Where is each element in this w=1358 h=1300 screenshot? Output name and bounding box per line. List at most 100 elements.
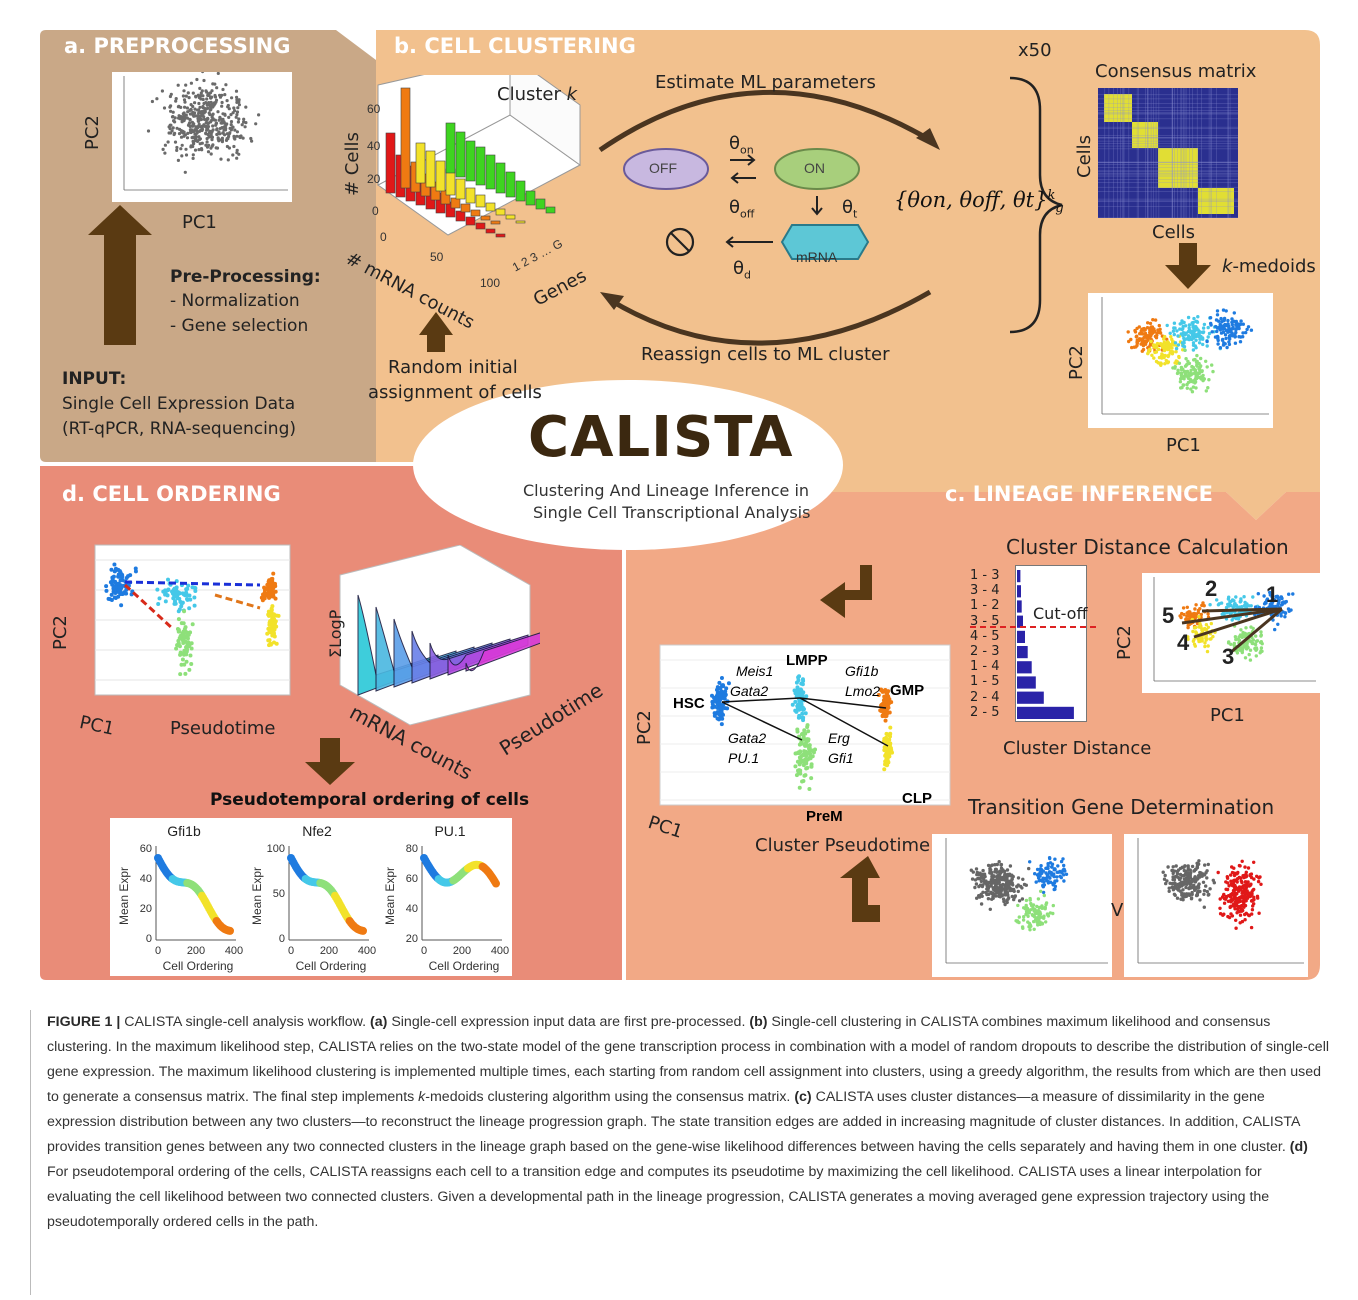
scatter-point <box>1189 372 1193 376</box>
scatter-point <box>200 128 204 133</box>
scatter-point <box>1229 892 1233 897</box>
scatter-point <box>798 771 803 776</box>
scatter-point <box>1216 338 1220 343</box>
scatter-point <box>1003 872 1007 876</box>
scatter-point <box>1055 870 1059 874</box>
scatter-point <box>1234 897 1238 901</box>
scatter-point <box>1244 870 1248 874</box>
scatter-point <box>120 591 125 596</box>
scatter-point <box>1139 329 1143 333</box>
theta-d-label: θd <box>733 258 751 282</box>
scatter-point <box>1230 317 1234 321</box>
scatter-point <box>206 150 211 154</box>
scatter-point <box>1192 326 1197 331</box>
scatter-point <box>1241 908 1245 913</box>
scatter-point <box>1218 906 1222 910</box>
scatter-point <box>1224 309 1228 313</box>
scatter-point <box>1007 872 1012 876</box>
scatter-point <box>271 632 276 637</box>
scatter-point <box>1192 626 1197 630</box>
scatter-point <box>975 896 979 900</box>
scatter-point <box>1026 914 1030 918</box>
scatter-point <box>1202 377 1206 381</box>
scatter-point <box>1240 859 1244 863</box>
scatter-point <box>1189 368 1193 372</box>
scatter-point <box>1193 607 1197 611</box>
scatter-point <box>1176 334 1180 338</box>
hist-bar <box>485 202 496 212</box>
scatter-point <box>1232 866 1236 870</box>
hist-bar <box>505 171 516 198</box>
scatter-point <box>1233 602 1237 606</box>
scatter-point <box>1004 889 1008 893</box>
scatter-point <box>178 127 182 131</box>
scatter-point <box>795 729 800 734</box>
scatter-point <box>1013 894 1018 898</box>
scatter-point <box>726 681 731 686</box>
scatter-point <box>1251 595 1255 599</box>
scatter-point <box>797 674 802 679</box>
hist-bar <box>385 132 396 194</box>
distance-row-label: 2 - 3 <box>970 644 1000 659</box>
scatter-point <box>210 118 214 122</box>
scatter-point <box>163 599 168 604</box>
scatter-point <box>1228 337 1232 341</box>
graph-node: 2 <box>1205 576 1218 601</box>
scatter-point <box>879 687 884 692</box>
scatter-point <box>1208 603 1212 607</box>
scatter-point <box>1206 612 1210 616</box>
scatter-point <box>979 879 984 884</box>
caption-label: FIGURE 1 | <box>47 1014 121 1030</box>
scatter-point <box>804 759 809 764</box>
scatter-point <box>1207 331 1212 336</box>
hist-bar <box>475 222 486 230</box>
scatter-point <box>1180 320 1185 324</box>
scatter-point <box>1270 598 1274 603</box>
scatter-point <box>981 868 985 873</box>
scatter-point <box>1243 865 1247 869</box>
scatter-point <box>226 158 230 162</box>
scatter-point <box>1274 594 1278 599</box>
scatter-point <box>1184 617 1188 622</box>
scatter-point <box>798 706 803 711</box>
scatter-point <box>1185 605 1189 609</box>
scatter-point <box>1175 371 1180 376</box>
scatter-point <box>193 111 197 115</box>
scatter-point <box>1245 602 1249 607</box>
hist-bar <box>415 142 426 184</box>
arrow-up-small-icon <box>419 312 453 352</box>
scatter-point <box>799 740 804 745</box>
scatter-point <box>133 566 138 571</box>
graph-node: 1 <box>1266 582 1279 607</box>
scatter-point <box>229 120 234 124</box>
scatter-point <box>1153 318 1158 322</box>
scatter-point <box>1167 886 1171 890</box>
scatter-point <box>1051 883 1055 887</box>
scatter-point <box>717 712 722 717</box>
scatter-point <box>1190 892 1194 897</box>
scatter-point <box>1209 637 1213 641</box>
scatter-point <box>1031 903 1036 907</box>
scatter-point <box>1225 876 1230 880</box>
scatter-point <box>1222 892 1226 897</box>
graph-node: 5 <box>1162 603 1175 628</box>
scatter-point <box>1045 912 1050 916</box>
axis-label-pc1-a: PC1 <box>182 212 217 233</box>
scatter-point <box>235 148 239 152</box>
scatter-point <box>879 703 884 708</box>
hist-bar <box>495 162 506 194</box>
scatter-point <box>1135 326 1139 331</box>
scatter-point <box>1175 329 1179 333</box>
scatter-point <box>1204 389 1208 393</box>
scatter-point <box>250 139 254 143</box>
scatter-point <box>805 724 810 729</box>
off-label: OFF <box>649 160 677 176</box>
mini-plot-title: Nfe2 <box>302 823 332 839</box>
curved-arrow-c-top <box>820 565 872 618</box>
distance-bar <box>1017 661 1032 674</box>
scatter-point <box>995 889 999 894</box>
scatter-point <box>113 591 118 596</box>
scatter-point <box>1165 879 1169 883</box>
scatter-point <box>807 746 812 751</box>
scatter-point <box>1042 883 1047 887</box>
